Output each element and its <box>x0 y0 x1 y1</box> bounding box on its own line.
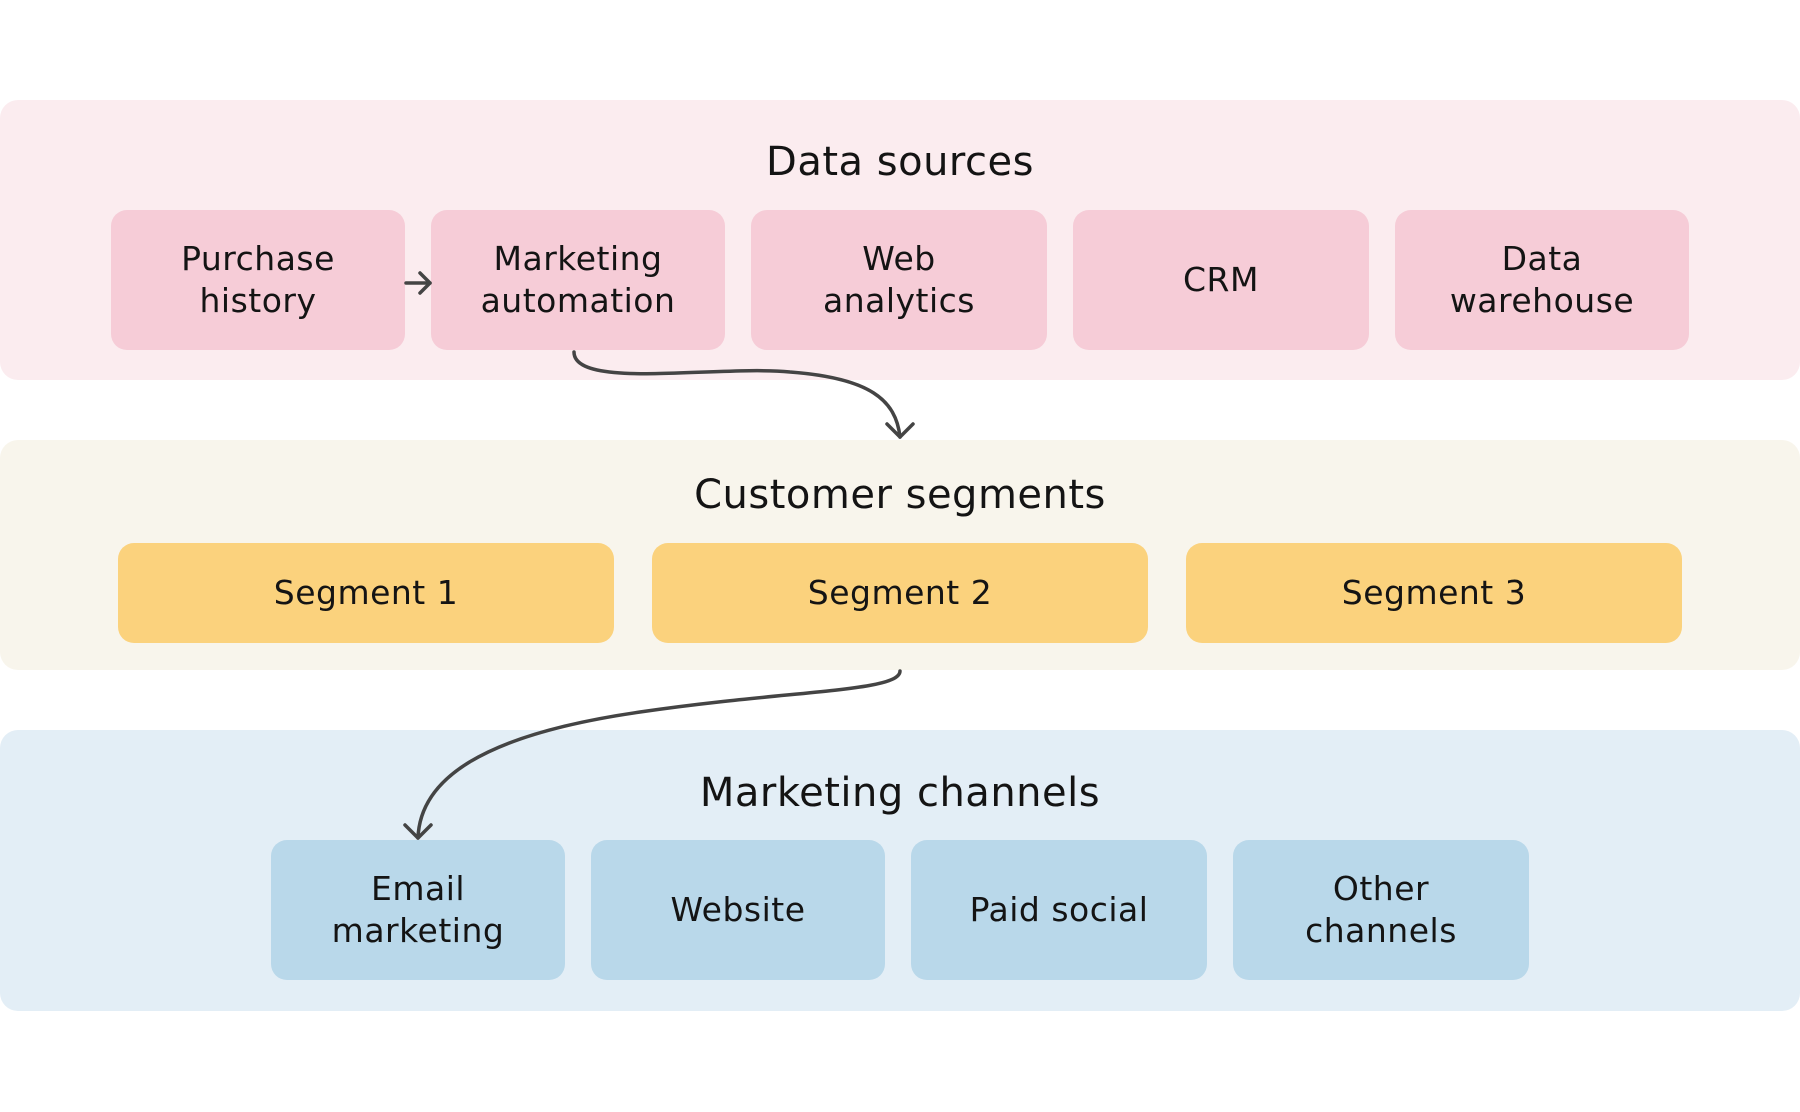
customer-segments-title: Customer segments <box>694 472 1106 518</box>
node-web-analytics: Web analytics <box>751 210 1047 350</box>
node-marketing-automation: Marketing automation <box>431 210 725 350</box>
data-sources-title: Data sources <box>766 139 1034 185</box>
node-data-warehouse: Data warehouse <box>1395 210 1689 350</box>
node-other-channels: Other channels <box>1233 840 1529 980</box>
arrowhead-icon <box>885 422 915 439</box>
node-segment-1: Segment 1 <box>118 543 614 643</box>
node-crm-line1: CRM <box>1183 260 1259 299</box>
node-email-marketing-line2: marketing <box>331 911 505 950</box>
node-other-channels-line1: Other <box>1332 869 1430 908</box>
node-marketing-automation-line2: automation <box>480 281 676 320</box>
node-email-marketing-line1: Email <box>370 869 466 908</box>
node-purchase-history: Purchase history <box>111 210 405 350</box>
node-web-analytics-line1: Web <box>862 239 936 278</box>
node-segment-2: Segment 2 <box>652 543 1148 643</box>
node-purchase-history-line2: history <box>199 281 317 320</box>
node-segment-2-label: Segment 2 <box>807 573 993 612</box>
node-email-marketing: Email marketing <box>271 840 565 980</box>
node-paid-social-line1: Paid social <box>969 890 1149 929</box>
node-crm: CRM <box>1073 210 1369 350</box>
node-web-analytics-line2: analytics <box>822 281 975 320</box>
node-data-warehouse-line2: warehouse <box>1449 281 1635 320</box>
node-data-warehouse-line1: Data <box>1501 239 1583 278</box>
node-purchase-history-line1: Purchase <box>181 239 335 278</box>
node-segment-3-label: Segment 3 <box>1341 573 1527 612</box>
node-other-channels-line2: channels <box>1305 911 1457 950</box>
marketing-channels-title: Marketing channels <box>699 770 1101 816</box>
node-segment-1-label: Segment 1 <box>273 573 459 612</box>
node-website-line1: Website <box>670 890 806 929</box>
node-website: Website <box>591 840 885 980</box>
node-marketing-automation-line1: Marketing <box>493 239 663 278</box>
node-paid-social: Paid social <box>911 840 1207 980</box>
node-segment-3: Segment 3 <box>1186 543 1682 643</box>
